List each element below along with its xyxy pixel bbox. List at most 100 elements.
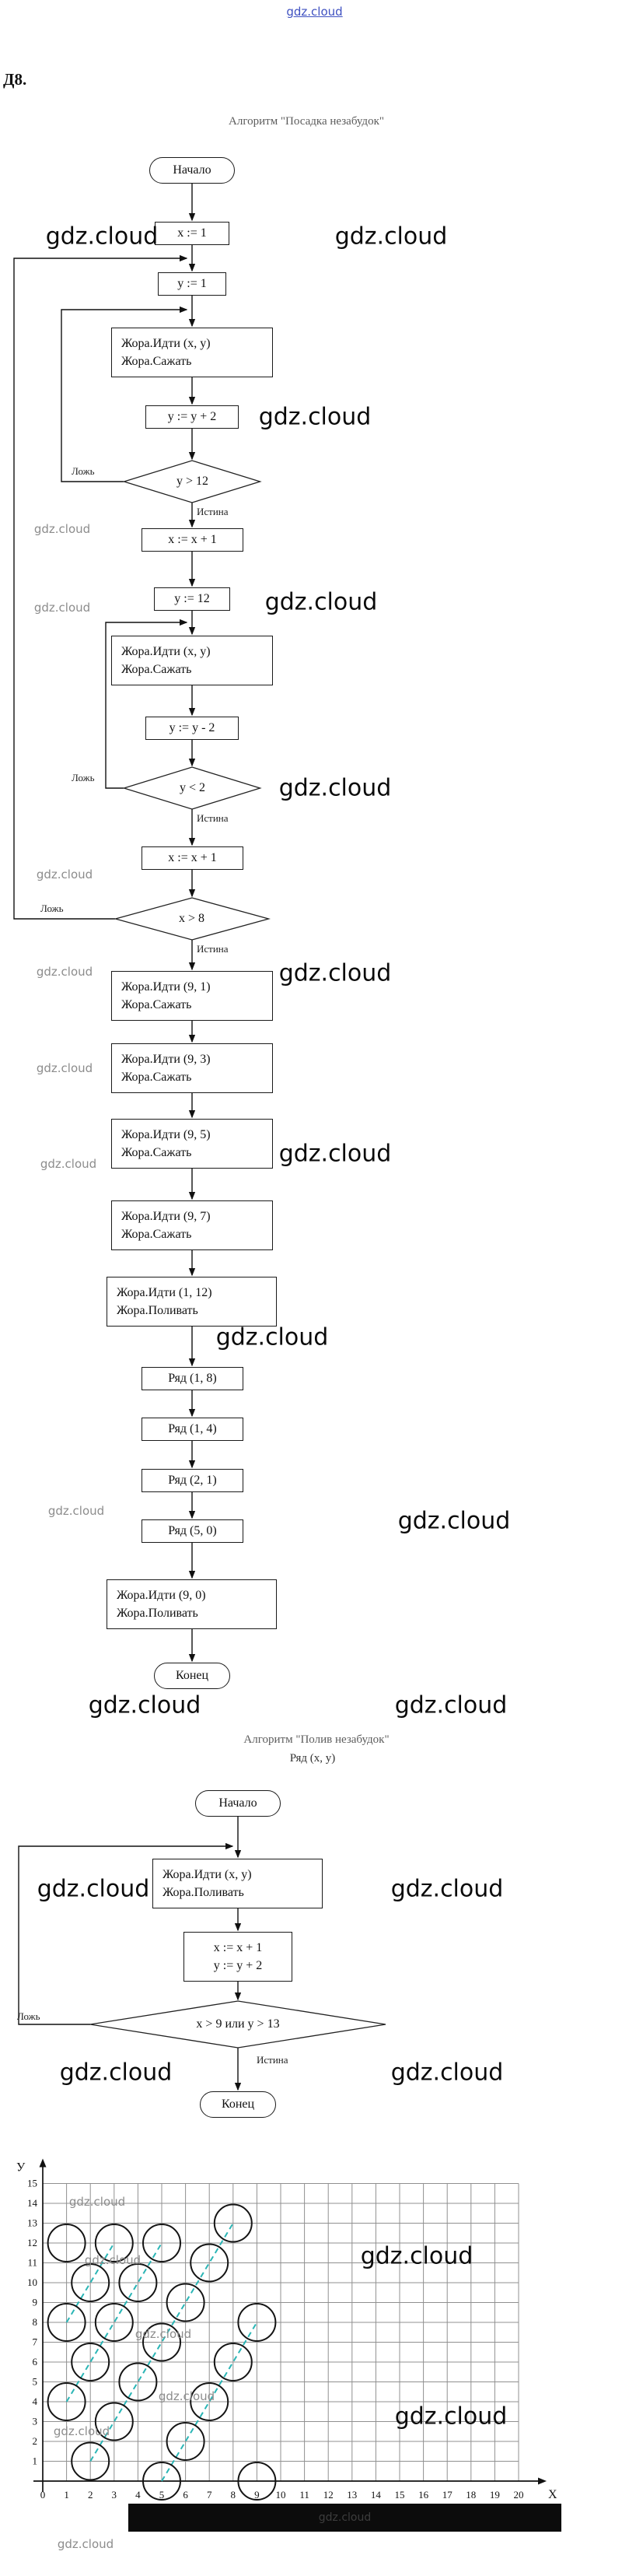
watermark: gdz.cloud bbox=[53, 2424, 110, 2438]
watermark: gdz.cloud bbox=[258, 403, 372, 431]
watermark: gdz.cloud bbox=[47, 1504, 105, 1518]
x-tick-label: 12 bbox=[323, 2489, 334, 2501]
x-tick-label: 19 bbox=[490, 2489, 500, 2501]
x-tick-label: 9 bbox=[254, 2489, 260, 2501]
x-tick-label: 6 bbox=[183, 2489, 188, 2501]
flower-circle bbox=[166, 2283, 205, 2322]
watermark: gdz.cloud bbox=[390, 1875, 504, 1903]
y-tick-label: 10 bbox=[27, 2276, 37, 2288]
x-tick-label: 8 bbox=[231, 2489, 236, 2501]
watermark: gdz.cloud bbox=[36, 965, 93, 979]
fc1-go-9-3-line: Жора.Идти (9, 3) bbox=[121, 1052, 211, 1066]
flower-circle bbox=[213, 2203, 253, 2243]
y-tick-label: 12 bbox=[27, 2237, 37, 2248]
x-tick-label: 4 bbox=[135, 2489, 141, 2501]
fc1-false-label-3: Ложь bbox=[40, 902, 64, 914]
fc2-inc-y-line: y := y + 2 bbox=[213, 1958, 263, 1972]
flower-circle bbox=[47, 2382, 86, 2421]
fc1-set-y1-node: y := 1 bbox=[158, 272, 226, 296]
fc1-go-plant-9-3-node: Жора.Идти (9, 3) Жора.Сажать bbox=[111, 1043, 273, 1093]
x-tick-label: 20 bbox=[514, 2489, 524, 2501]
flower-circle bbox=[71, 2263, 110, 2302]
watermark: gdz.cloud bbox=[318, 2511, 372, 2524]
watermark: gdz.cloud bbox=[68, 2195, 126, 2209]
fc1-plant-up-line: Жора.Сажать bbox=[121, 354, 192, 368]
redaction-bar: gdz.cloud bbox=[128, 2504, 561, 2532]
flower-circle bbox=[118, 2263, 158, 2302]
fc1-set-y12-node: y := 12 bbox=[154, 587, 230, 611]
fc1-false-label-2: Ложь bbox=[72, 772, 95, 783]
fc1-inc-x-b-node: x := x + 1 bbox=[142, 846, 243, 870]
fc1-go-9-5-line: Жора.Идти (9, 5) bbox=[121, 1127, 211, 1141]
fc2-go-water-node: Жора.Идти (x, y) Жора.Поливать bbox=[152, 1859, 323, 1908]
fc1-set-x1-node: x := 1 bbox=[155, 222, 229, 245]
fc1-go-9-7-line: Жора.Идти (9, 7) bbox=[121, 1209, 211, 1223]
x-axis-label: X bbox=[548, 2488, 557, 2501]
x-tick-label: 18 bbox=[466, 2489, 476, 2501]
flowchart2-title: Алгоритм "Полив незабудок" bbox=[243, 1733, 390, 1746]
flower-circle bbox=[118, 2362, 158, 2402]
y-axis-label: У bbox=[16, 2161, 26, 2175]
flower-circle bbox=[237, 2303, 277, 2342]
flower-circle bbox=[47, 2224, 86, 2262]
x-tick-label: 1 bbox=[64, 2489, 69, 2501]
fc1-go-9-0-line: Жора.Идти (9, 0) bbox=[117, 1588, 206, 1602]
flower-circle bbox=[142, 2462, 181, 2501]
watermark: gdz.cloud bbox=[57, 2537, 114, 2551]
fc1-true-label-1: Истина bbox=[197, 506, 229, 517]
flower-circle bbox=[190, 2243, 229, 2283]
fc1-water-9-0-line: Жора.Поливать bbox=[117, 1606, 198, 1620]
x-tick-label: 0 bbox=[40, 2489, 46, 2501]
watermark: gdz.cloud bbox=[394, 2403, 508, 2431]
y-tick-label: 5 bbox=[33, 2376, 38, 2388]
fc1-row-2-1-node: Ряд (2, 1) bbox=[142, 1469, 243, 1492]
fc1-go-plant-9-5-node: Жора.Идти (9, 5) Жора.Сажать bbox=[111, 1119, 273, 1169]
y-tick-label: 14 bbox=[27, 2197, 38, 2209]
watermark: gdz.cloud bbox=[36, 867, 93, 881]
watermark: gdz.cloud bbox=[360, 2242, 473, 2270]
fc2-inc-x-line: x := x + 1 bbox=[213, 1940, 263, 1954]
watermark: gdz.cloud bbox=[45, 223, 159, 251]
fc2-false-label: Ложь bbox=[17, 2010, 40, 2022]
fc1-go-9-1-line: Жора.Идти (9, 1) bbox=[121, 980, 211, 994]
fc2-true-label: Истина bbox=[257, 2054, 288, 2066]
flower-circle bbox=[237, 2462, 277, 2501]
fc1-plant-down-line: Жора.Сажать bbox=[121, 662, 192, 676]
fc2-decision-label: x > 9 или y > 13 bbox=[196, 2017, 280, 2031]
fc1-go-plant-up-node: Жора.Идти (x, y) Жора.Сажать bbox=[111, 328, 273, 377]
x-tick-label: 13 bbox=[347, 2489, 357, 2501]
fc1-decision-y-gt-12-shape bbox=[122, 460, 262, 503]
watermark: gdz.cloud bbox=[334, 223, 448, 251]
watermark: gdz.cloud bbox=[40, 1157, 97, 1171]
fc2-decision-shape bbox=[89, 2000, 386, 2049]
fc1-decision-x-gt-8-shape bbox=[114, 897, 271, 941]
fc1-row-1-4-node: Ряд (1, 4) bbox=[142, 1418, 243, 1441]
fc1-go-plant-down-node: Жора.Идти (x, y) Жора.Сажать bbox=[111, 636, 273, 685]
y-tick-label: 9 bbox=[33, 2297, 38, 2308]
flowchart2-subtitle: Ряд (x, y) bbox=[289, 1752, 336, 1765]
y-tick-label: 4 bbox=[33, 2396, 38, 2407]
fc1-go-plant-9-7-node: Жора.Идти (9, 7) Жора.Сажать bbox=[111, 1200, 273, 1250]
y-tick-label: 15 bbox=[27, 2178, 37, 2189]
site-watermark-link[interactable]: gdz.cloud bbox=[286, 5, 343, 19]
fc1-inc-y-node: y := y + 2 bbox=[145, 405, 239, 429]
flower-circle bbox=[166, 2422, 205, 2461]
fc1-plant-9-7-line: Жора.Сажать bbox=[121, 1227, 192, 1241]
watermark: gdz.cloud bbox=[84, 2253, 142, 2267]
fc1-decision-y-lt-2-shape bbox=[122, 766, 262, 810]
x-tick-label: 2 bbox=[88, 2489, 93, 2501]
flower-circle bbox=[213, 2343, 253, 2381]
x-tick-label: 14 bbox=[371, 2489, 382, 2501]
flower-circle bbox=[47, 2303, 86, 2342]
fc1-decision-y-gt-12-label: y > 12 bbox=[176, 475, 209, 488]
fc1-row-1-8-node: Ряд (1, 8) bbox=[142, 1367, 243, 1390]
fc1-end-node: Конец bbox=[154, 1663, 230, 1689]
watermark: gdz.cloud bbox=[278, 1140, 392, 1168]
watermark: gdz.cloud bbox=[37, 1875, 150, 1903]
fc1-decision-y-lt-2-label: y < 2 bbox=[179, 781, 206, 794]
fc1-go-water-1-12-node: Жора.Идти (1, 12) Жора.Поливать bbox=[107, 1277, 277, 1327]
watermark: gdz.cloud bbox=[88, 1691, 201, 1719]
y-tick-label: 13 bbox=[27, 2217, 37, 2229]
y-tick-label: 8 bbox=[33, 2316, 38, 2328]
